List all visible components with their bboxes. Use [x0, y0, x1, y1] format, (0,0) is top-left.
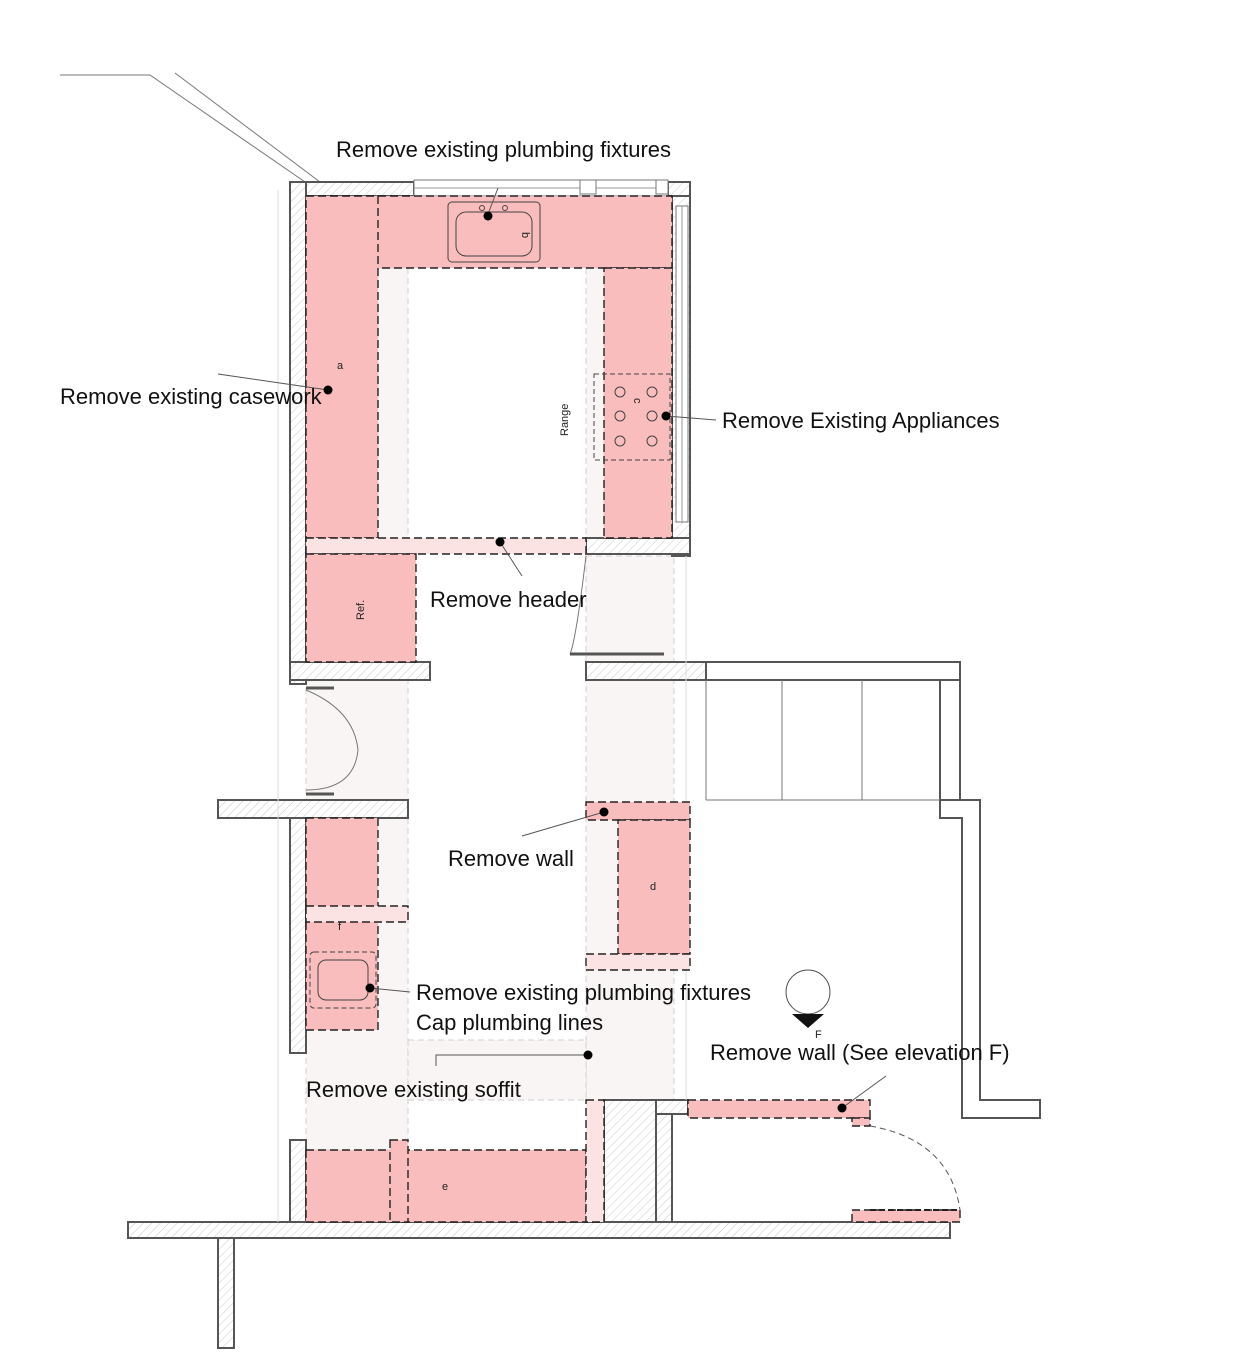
casework-tags: a b c d e f Range Ref. — [337, 232, 656, 1193]
header — [305, 537, 587, 555]
annotations: Remove existing plumbing fixtures Remove… — [60, 137, 1010, 1102]
bath-sink-icon — [309, 951, 377, 1009]
casework-a — [305, 195, 379, 539]
soffit-marker — [583, 1050, 593, 1060]
kitchen-north-wall-right — [667, 181, 691, 197]
fixtures — [309, 201, 671, 1009]
annotation-soffit: Remove existing soffit — [306, 1077, 521, 1102]
annotation-plumbing-top: Remove existing plumbing fixtures — [336, 137, 671, 162]
wall-marker — [599, 807, 609, 817]
walls — [60, 72, 1041, 1349]
lower-west-wall — [289, 817, 307, 1054]
refrigerator-label: Ref. — [355, 600, 367, 620]
casework-tag-f: f — [338, 921, 342, 933]
casework-tag-d: d — [650, 881, 656, 893]
elevation-marker-label: F — [815, 1029, 822, 1041]
casework-c — [603, 267, 673, 539]
casework-marker — [323, 385, 333, 395]
appliances-marker — [661, 411, 671, 421]
south-wall — [127, 1221, 951, 1239]
hall-wall-lower-left — [217, 799, 409, 819]
annotation-wall-elevation: Remove wall (See elevation F) — [710, 1040, 1010, 1065]
sunroom-north-wall — [705, 661, 961, 681]
sunroom-east-wall — [939, 679, 961, 801]
refrigerator — [305, 553, 417, 663]
kitchen-west-wall — [289, 181, 307, 685]
elevation-marker-icon — [785, 969, 831, 1015]
casework-f — [305, 817, 379, 1031]
leaders — [217, 187, 887, 1113]
range-label: Range — [559, 404, 571, 436]
closet-door-swing — [869, 1125, 961, 1211]
closet-wall — [655, 1099, 689, 1115]
annotation-appliances: Remove Existing Appliances — [722, 408, 1000, 433]
hall-door-swing-upper — [305, 689, 359, 751]
annotation-wall: Remove wall — [448, 846, 574, 871]
casework-tag-a: a — [337, 360, 344, 372]
wall-elevation-marker — [837, 1103, 847, 1113]
range-icon — [593, 373, 671, 461]
plumbing-bottom-marker — [365, 983, 375, 993]
header-marker — [495, 537, 505, 547]
removed-wall-elevation-f — [687, 1099, 871, 1119]
bath-west-wall — [289, 1139, 307, 1223]
casework-d — [617, 819, 691, 955]
hall-wall-upper-left — [289, 661, 431, 681]
annotation-plumbing-bottom: Remove existing plumbing fixtures — [416, 980, 751, 1005]
kitchen-door-swing — [569, 555, 587, 655]
casework-tag-e: e — [442, 1181, 448, 1193]
pantry-wall — [603, 1099, 657, 1223]
plumbing-top-marker — [483, 211, 493, 221]
casework-tag-b: b — [519, 232, 531, 238]
annotation-casework: Remove existing casework — [60, 384, 323, 409]
kitchen-north-wall-left — [305, 181, 415, 197]
closet-west-wall — [655, 1113, 673, 1223]
kitchen-sink-icon — [447, 201, 541, 263]
casework-demolition — [305, 195, 961, 1223]
kitchen-south-wall-right — [585, 537, 691, 555]
annotation-cap-plumbing: Cap plumbing lines — [416, 1010, 603, 1035]
casework-tag-c: c — [631, 398, 643, 404]
elevation-marker: F — [785, 969, 831, 1041]
hall-wall-upper-right — [585, 661, 707, 681]
stair-wall — [217, 1237, 235, 1349]
doors — [305, 555, 961, 1211]
annotation-header: Remove header — [430, 587, 587, 612]
